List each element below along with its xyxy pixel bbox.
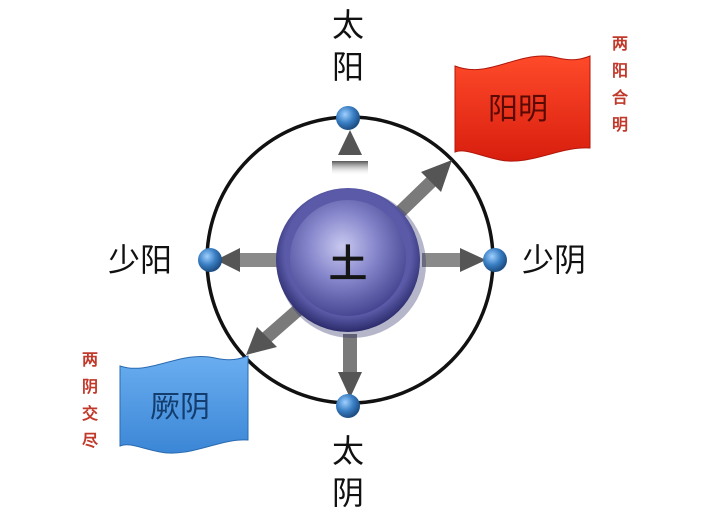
flag-lower-left-label: 厥阴 <box>150 390 210 425</box>
label-left: 少阳 <box>108 241 173 279</box>
arrow-lower-left <box>246 305 303 355</box>
node-bottom <box>336 394 360 418</box>
caption-lower-left: 两阴交尽 <box>81 350 98 450</box>
arrow-upper-right <box>395 160 452 217</box>
arrow-up <box>332 130 368 175</box>
label-bottom: 太阴 <box>331 432 364 512</box>
node-right <box>483 248 507 272</box>
center-disc-face <box>290 200 406 316</box>
arrow-left <box>216 248 278 272</box>
arrow-right <box>422 248 486 272</box>
label-top: 太阳 <box>331 6 364 86</box>
flag-lower-left <box>119 355 249 454</box>
arrow-down <box>338 334 362 398</box>
center-label: 土 <box>328 241 367 286</box>
label-right: 少阴 <box>522 241 587 279</box>
flag-upper-right-label: 阳明 <box>488 92 548 127</box>
caption-upper-right: 两阳合明 <box>611 34 628 134</box>
flag-upper-right <box>454 55 591 162</box>
node-top <box>336 106 360 130</box>
node-left <box>198 248 222 272</box>
